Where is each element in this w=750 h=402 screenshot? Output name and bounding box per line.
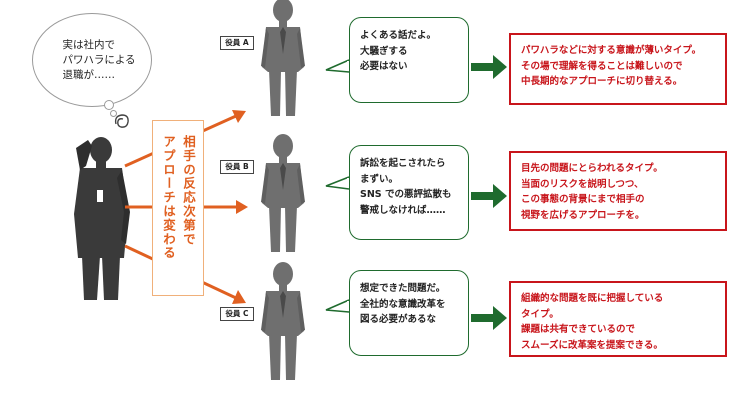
executive-b-speech: 訴訟を起こされたら まずい。 SNS での悪評拡散も 警戒しなければ…… bbox=[349, 145, 469, 240]
approach-label-line1: 相手の反応次第で bbox=[181, 135, 196, 247]
thought-dot-large bbox=[104, 100, 114, 110]
executive-b-silhouette bbox=[261, 134, 305, 252]
executive-b-tag: 役員 B bbox=[220, 160, 254, 174]
approach-label-line2: アプローチは変わる bbox=[161, 135, 176, 261]
executive-b-response: 目先の問題にとらわれるタイプ。 当面のリスクを説明しつつ、 この事態の背景にまで… bbox=[509, 151, 727, 231]
approach-label-box: 相手の反応次第で アプローチは変わる bbox=[152, 120, 204, 296]
executive-a-speech: よくある話だよ。 大騒ぎする 必要はない bbox=[349, 17, 469, 103]
thought-bubble: 実は社内で パワハラによる 退職が…… bbox=[32, 13, 152, 107]
executive-a-silhouette bbox=[261, 0, 305, 116]
green-arrows bbox=[471, 55, 507, 330]
speech-tails bbox=[325, 59, 351, 313]
executive-c-silhouette bbox=[261, 262, 305, 380]
thought-text: 実は社内で パワハラによる 退職が…… bbox=[62, 38, 136, 81]
worry-swirl-icon bbox=[114, 114, 129, 128]
executive-a-response: パワハラなどに対する意識が薄いタイプ。 その場で理解を得ることは難しいので 中長… bbox=[509, 33, 727, 105]
thought-dot-small bbox=[110, 110, 117, 117]
executive-c-speech: 想定できた問題だ。 全社的な意識改革を 図る必要があるな bbox=[349, 270, 469, 356]
executive-c-response: 組織的な問題を既に把握している タイプ。 課題は共有できているので スムーズに改… bbox=[509, 281, 727, 357]
executive-a-tag: 役員 A bbox=[220, 36, 254, 50]
main-speaker-silhouette bbox=[74, 137, 130, 300]
executive-c-tag: 役員 C bbox=[220, 307, 254, 321]
